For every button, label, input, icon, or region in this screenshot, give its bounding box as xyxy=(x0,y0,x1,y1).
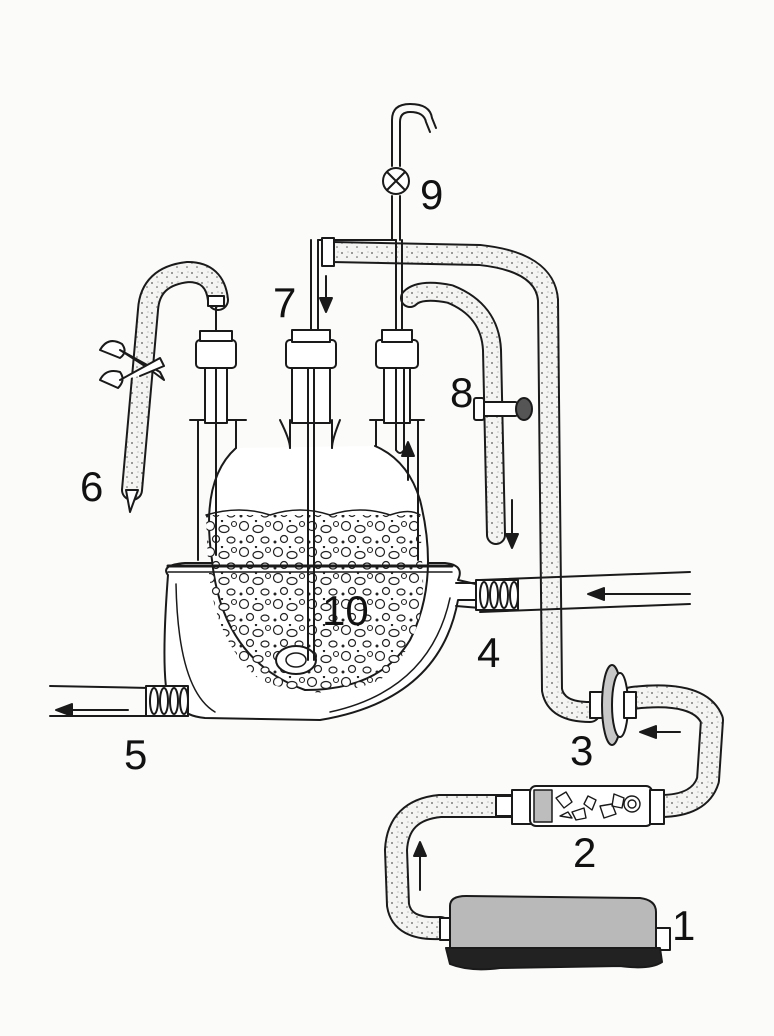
label-disc-filter: 3 xyxy=(570,727,594,774)
stopcock-8 xyxy=(473,397,533,421)
flow-arrow-icon xyxy=(505,499,519,549)
stir-bar xyxy=(275,645,317,675)
flow-arrow-icon xyxy=(587,587,691,601)
center-stopper xyxy=(285,339,337,369)
label-sampling-hose: 6 xyxy=(80,463,104,510)
label-outlet: 5 xyxy=(124,731,148,778)
flow-arrow-icon xyxy=(401,441,415,481)
tubing xyxy=(121,241,724,941)
inlet-4 xyxy=(475,571,691,613)
vent-line-9 xyxy=(391,103,437,241)
right-stopper xyxy=(375,339,419,369)
pump-1 xyxy=(439,895,671,971)
ribbed-collar-5 xyxy=(145,685,189,717)
pump-body xyxy=(449,895,657,949)
label-packed-filter: 2 xyxy=(573,829,597,876)
valve-cross-icon xyxy=(382,167,410,195)
flask-necks xyxy=(189,239,425,661)
label-inlet: 4 xyxy=(477,629,501,676)
outlet-5 xyxy=(49,685,189,717)
label-flask: 10 xyxy=(322,587,369,634)
disc-filter-3 xyxy=(589,664,637,746)
ribbed-collar-4 xyxy=(475,579,519,611)
pump-base xyxy=(445,947,663,971)
flow-arrow-icon xyxy=(55,703,129,717)
label-pump: 1 xyxy=(672,902,696,949)
flow-arrow-icon xyxy=(319,275,333,313)
scissor-clamp-icon xyxy=(99,340,165,389)
needle-tip xyxy=(125,489,139,513)
center-neck-tube xyxy=(291,364,331,424)
flow-arrow-icon xyxy=(639,725,681,739)
label-valve: 9 xyxy=(420,171,444,218)
jacketed-flask xyxy=(149,445,481,721)
label-center-tube: 7 xyxy=(273,279,297,326)
flow-arrow-icon xyxy=(413,841,427,891)
packed-filter-2 xyxy=(495,785,665,827)
label-stopcock: 8 xyxy=(450,369,474,416)
left-stopper xyxy=(195,339,237,369)
flow-arrows xyxy=(55,275,691,891)
